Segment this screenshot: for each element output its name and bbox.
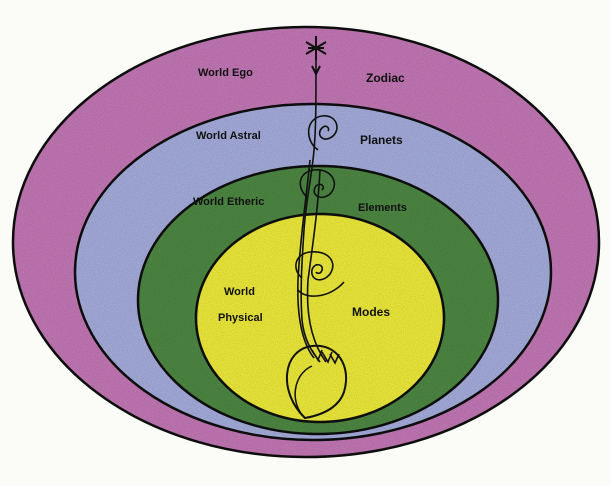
label-world-physical-line2: Physical: [218, 312, 263, 324]
label-planets: Planets: [360, 133, 403, 147]
label-world-ego: World Ego: [198, 67, 253, 79]
label-world-etheric: World Etheric: [193, 196, 264, 208]
label-world-astral: World Astral: [196, 130, 261, 142]
label-world-physical-line1: World: [224, 286, 255, 298]
label-elements: Elements: [358, 202, 407, 214]
label-modes: Modes: [352, 305, 390, 319]
label-zodiac: Zodiac: [366, 71, 405, 85]
